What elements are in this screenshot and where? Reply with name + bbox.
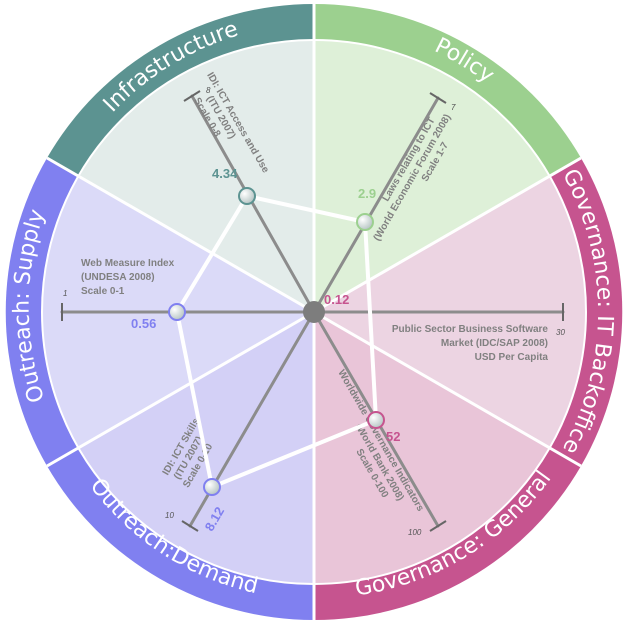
center-hub xyxy=(303,301,325,323)
value-wgi: 52 xyxy=(386,429,400,444)
value-software: 0.12 xyxy=(324,292,349,307)
tick-max-idi-access: 8 xyxy=(206,86,211,95)
svg-text:(UNDESA 2008): (UNDESA 2008) xyxy=(81,272,155,283)
tick-max-software: 30 xyxy=(556,328,565,337)
value-markers xyxy=(168,187,385,496)
svg-text:Scale 0-1: Scale 0-1 xyxy=(81,286,125,297)
svg-text:Market (IDC/SAP 2008): Market (IDC/SAP 2008) xyxy=(441,338,548,349)
marker-laws xyxy=(356,213,374,231)
marker-wgi xyxy=(367,411,385,429)
value-polygon xyxy=(175,194,378,489)
svg-text:USD Per Capita: USD Per Capita xyxy=(475,352,549,363)
axis-label-web: Web Measure Index (UNDESA 2008) Scale 0-… xyxy=(81,258,175,297)
marker-idi-access xyxy=(238,187,256,205)
axis-label-software: Public Sector Business Software Market (… xyxy=(392,324,549,363)
svg-text:Web Measure Index: Web Measure Index xyxy=(81,258,175,269)
tick-max-wgi: 100 xyxy=(408,528,422,537)
inner-ring-edge xyxy=(41,39,587,585)
axis-idi-access xyxy=(190,94,316,314)
tick-max-web: 1 xyxy=(63,289,67,298)
value-web: 0.56 xyxy=(131,316,156,331)
marker-web xyxy=(168,303,186,321)
axis-end-caps xyxy=(61,90,564,532)
tick-max-laws: 7 xyxy=(451,103,456,112)
value-idi-access: 4.34 xyxy=(212,166,238,181)
marker-idi-skills xyxy=(203,478,221,496)
svg-text:Public Sector Business Softwar: Public Sector Business Software xyxy=(392,324,549,335)
axis-laws xyxy=(312,96,440,314)
value-laws: 2.9 xyxy=(358,186,376,201)
sector-dividers xyxy=(46,4,582,620)
tick-max-idi-skills: 10 xyxy=(165,511,174,520)
